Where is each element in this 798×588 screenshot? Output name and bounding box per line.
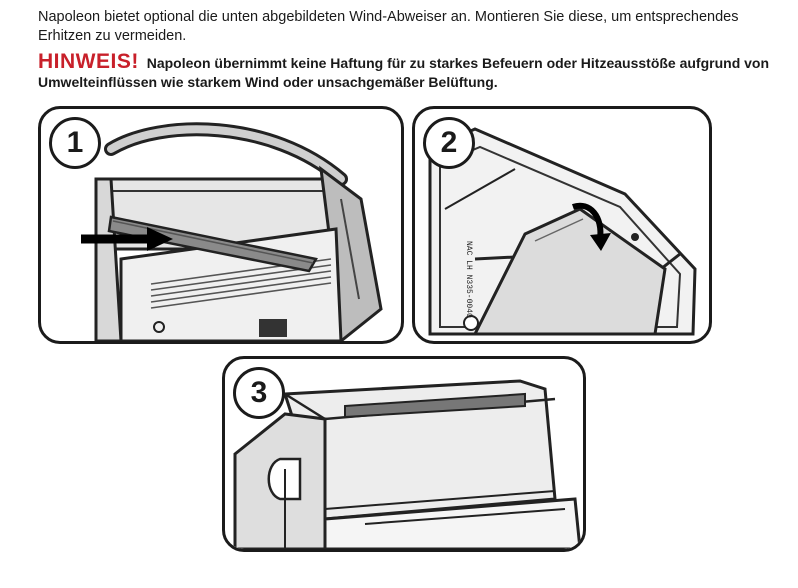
step-1-illustration: 1 (38, 106, 404, 344)
step-3-number: 3 (233, 367, 285, 419)
step-2-illustration: 2 NAC LH N335-0040 (412, 106, 712, 344)
step-1-number: 1 (49, 117, 101, 169)
warning-text: Napoleon übernimmt keine Haftung für zu … (38, 55, 770, 90)
side-panel-drawing: NAC LH N335-0040 (428, 127, 697, 336)
intro-text: Napoleon bietet optional die unten abgeb… (38, 9, 739, 44)
part-label: NAC LH N335-0040 (464, 241, 473, 318)
closed-grill-drawing (233, 379, 582, 549)
grill-lid-open-drawing (81, 122, 383, 341)
warning-label: HINWEIS! (38, 50, 139, 73)
step-2-number: 2 (423, 117, 475, 169)
warning-notice: HINWEIS! Napoleon übernimmt keine Haftun… (38, 50, 778, 92)
step-3-illustration: 3 (222, 356, 586, 552)
